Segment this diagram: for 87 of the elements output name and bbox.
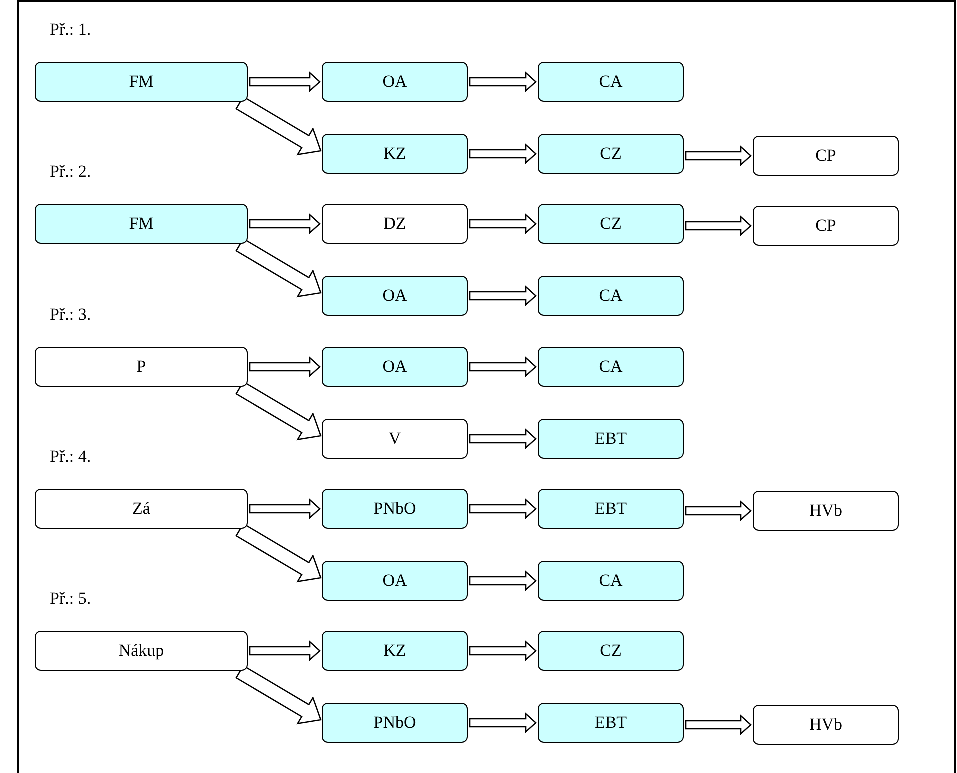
process-box bbox=[35, 204, 248, 244]
block-arrow bbox=[236, 96, 322, 156]
box-label: P bbox=[136, 357, 146, 377]
block-arrow bbox=[685, 216, 752, 236]
process-box bbox=[538, 134, 684, 174]
box-label: CP bbox=[816, 216, 836, 236]
example-heading: Př.: 2. bbox=[50, 162, 92, 182]
box-label: OA bbox=[382, 286, 408, 306]
block-arrow bbox=[469, 428, 537, 450]
process-box bbox=[322, 62, 468, 102]
block-arrow bbox=[469, 356, 537, 378]
block-arrow bbox=[236, 523, 322, 583]
block-arrow bbox=[236, 665, 322, 725]
example-heading: Př.: 3. bbox=[50, 305, 92, 325]
process-box bbox=[322, 631, 468, 671]
box-label: CA bbox=[599, 357, 623, 377]
process-box bbox=[538, 204, 684, 244]
box-label: EBT bbox=[594, 429, 628, 449]
block-arrow bbox=[685, 500, 752, 522]
process-box bbox=[35, 62, 248, 102]
box-label: HVb bbox=[809, 501, 843, 521]
process-box bbox=[538, 347, 684, 387]
block-arrow bbox=[469, 640, 537, 662]
box-label: PNbO bbox=[374, 499, 416, 519]
process-box bbox=[322, 134, 468, 174]
process-box bbox=[322, 489, 468, 529]
process-box bbox=[538, 62, 684, 102]
block-arrow bbox=[469, 214, 537, 234]
block-arrow bbox=[249, 498, 321, 520]
process-box bbox=[35, 347, 248, 387]
box-label: Zá bbox=[132, 499, 150, 519]
box-label: CA bbox=[599, 571, 623, 591]
box-label: OA bbox=[382, 357, 408, 377]
block-arrow bbox=[236, 238, 322, 298]
process-box bbox=[753, 491, 899, 531]
process-box bbox=[753, 705, 899, 745]
box-label: CP bbox=[816, 146, 836, 166]
process-box bbox=[538, 561, 684, 601]
box-label: CZ bbox=[600, 641, 622, 661]
box-label: CA bbox=[599, 286, 623, 306]
box-label: OA bbox=[382, 571, 408, 591]
process-box bbox=[322, 561, 468, 601]
process-box bbox=[35, 489, 248, 529]
process-box bbox=[538, 276, 684, 316]
example-heading: Př.: 5. bbox=[50, 589, 92, 609]
box-label: CZ bbox=[600, 214, 622, 234]
process-box bbox=[538, 631, 684, 671]
box-label: DZ bbox=[384, 214, 406, 234]
box-label: KZ bbox=[384, 641, 406, 661]
process-box bbox=[538, 419, 684, 459]
box-label: EBT bbox=[594, 499, 628, 519]
block-arrow bbox=[469, 286, 537, 306]
process-box bbox=[322, 204, 468, 244]
process-box bbox=[322, 703, 468, 743]
box-label: CZ bbox=[600, 144, 622, 164]
box-label: FM bbox=[129, 214, 154, 234]
block-arrow bbox=[469, 712, 537, 734]
block-arrow bbox=[249, 640, 321, 662]
box-label: OA bbox=[382, 72, 408, 92]
example-heading: Př.: 1. bbox=[50, 20, 92, 40]
box-label: KZ bbox=[384, 144, 406, 164]
box-label: PNbO bbox=[374, 713, 416, 733]
box-label: V bbox=[388, 429, 402, 449]
process-box bbox=[322, 347, 468, 387]
box-label: HVb bbox=[809, 715, 843, 735]
process-box bbox=[538, 703, 684, 743]
block-arrow bbox=[685, 714, 752, 736]
block-arrow bbox=[249, 214, 321, 234]
example-heading: Př.: 4. bbox=[50, 447, 92, 467]
box-label: Nákup bbox=[118, 641, 164, 661]
box-label: CA bbox=[599, 72, 623, 92]
process-box bbox=[35, 631, 248, 671]
process-box bbox=[753, 136, 899, 176]
box-label: EBT bbox=[594, 713, 628, 733]
process-box bbox=[538, 489, 684, 529]
block-arrow bbox=[469, 72, 537, 92]
block-arrow bbox=[685, 146, 752, 166]
block-arrow bbox=[249, 356, 321, 378]
block-arrow bbox=[469, 570, 537, 592]
block-arrow bbox=[249, 72, 321, 92]
process-box bbox=[753, 206, 899, 246]
box-label: FM bbox=[129, 72, 154, 92]
block-arrow bbox=[469, 498, 537, 520]
block-arrow bbox=[236, 381, 322, 441]
process-box bbox=[322, 276, 468, 316]
block-arrow bbox=[469, 144, 537, 164]
process-box bbox=[322, 419, 468, 459]
